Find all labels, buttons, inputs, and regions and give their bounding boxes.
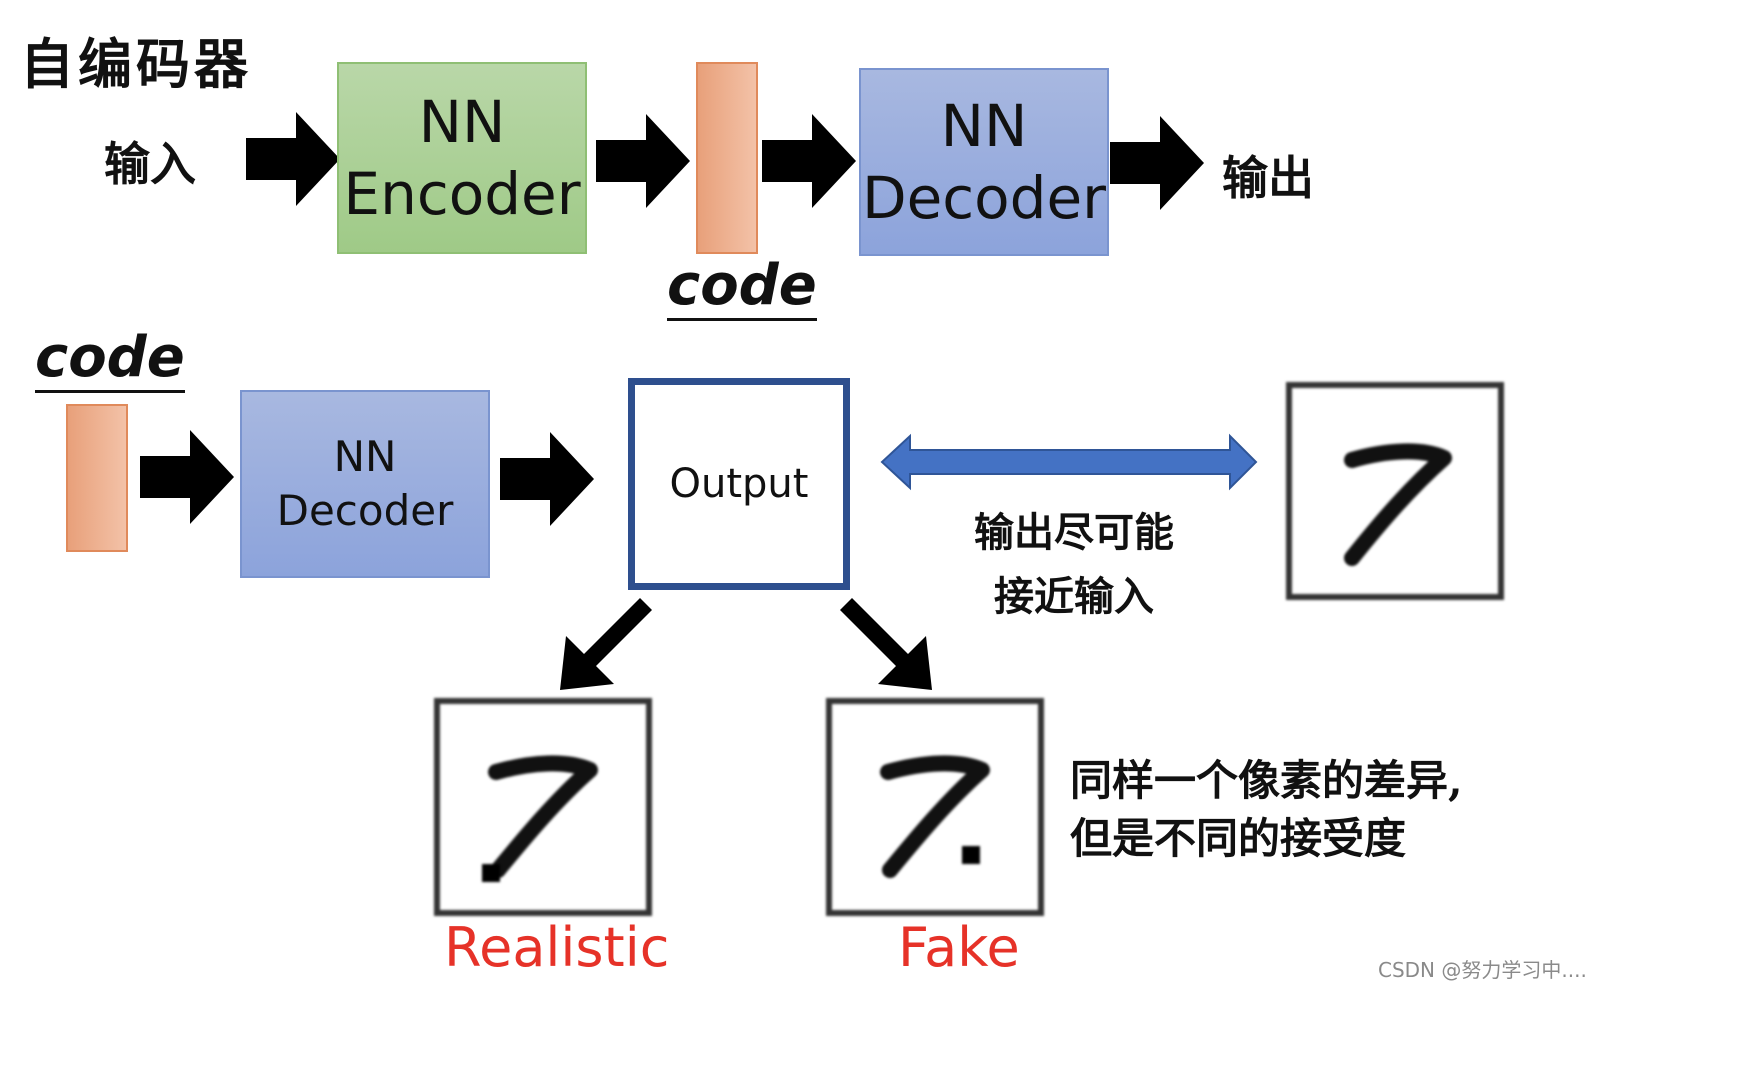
watermark: CSDN @努力学习中.... [1378, 958, 1587, 982]
similarity-note: 输出尽可能 接近输入 [968, 500, 1180, 622]
code-bar [66, 404, 128, 552]
realistic-label: Realistic [444, 916, 670, 979]
arrow-right-icon [500, 432, 594, 526]
similarity-note-line1: 输出尽可能 [974, 509, 1174, 556]
code-label: code [35, 328, 185, 393]
acceptance-note-line2: 但是不同的接受度 [1070, 814, 1407, 863]
output-label: 输出 [1222, 151, 1314, 205]
nn-decoder-box: NN Decoder [240, 390, 490, 578]
realistic-digit-image [434, 698, 652, 916]
decoder-label-line2: Decoder [861, 164, 1107, 232]
arrow-right-icon [1110, 116, 1204, 210]
code-bar [696, 62, 758, 254]
similarity-note-line2: 接近输入 [994, 573, 1154, 620]
encoder-label-line2: Encoder [343, 160, 581, 228]
output-box: Output [628, 378, 850, 590]
fake-label: Fake [898, 916, 1020, 979]
encoder-label-line1: NN [418, 88, 506, 156]
fake-digit-image [826, 698, 1044, 916]
double-arrow-icon [880, 433, 1258, 491]
pixel-marker-icon [962, 846, 980, 864]
nn-encoder-box: NN Encoder [337, 62, 587, 254]
decoder-label-line2: Decoder [276, 486, 454, 535]
code-label: code [667, 256, 817, 321]
target-digit-image [1286, 382, 1504, 600]
arrow-down-left-icon [560, 598, 652, 690]
acceptance-note-line1: 同样一个像素的差异, [1070, 756, 1463, 805]
decoder-label-line1: NN [333, 432, 397, 481]
output-box-label: Output [669, 461, 809, 507]
arrow-right-icon [246, 112, 340, 206]
diagram-title: 自编码器 [20, 32, 252, 96]
acceptance-note: 同样一个像素的差异, 但是不同的接受度 [1070, 752, 1463, 868]
arrow-right-icon [140, 430, 234, 524]
digit-seven-icon [1344, 443, 1452, 566]
pixel-marker-icon [482, 864, 500, 882]
arrow-right-icon [762, 114, 856, 208]
arrow-down-right-icon [840, 598, 932, 690]
nn-decoder-box: NN Decoder [859, 68, 1109, 256]
arrow-right-icon [596, 114, 690, 208]
input-label: 输入 [104, 137, 196, 191]
decoder-label-line1: NN [940, 92, 1028, 160]
